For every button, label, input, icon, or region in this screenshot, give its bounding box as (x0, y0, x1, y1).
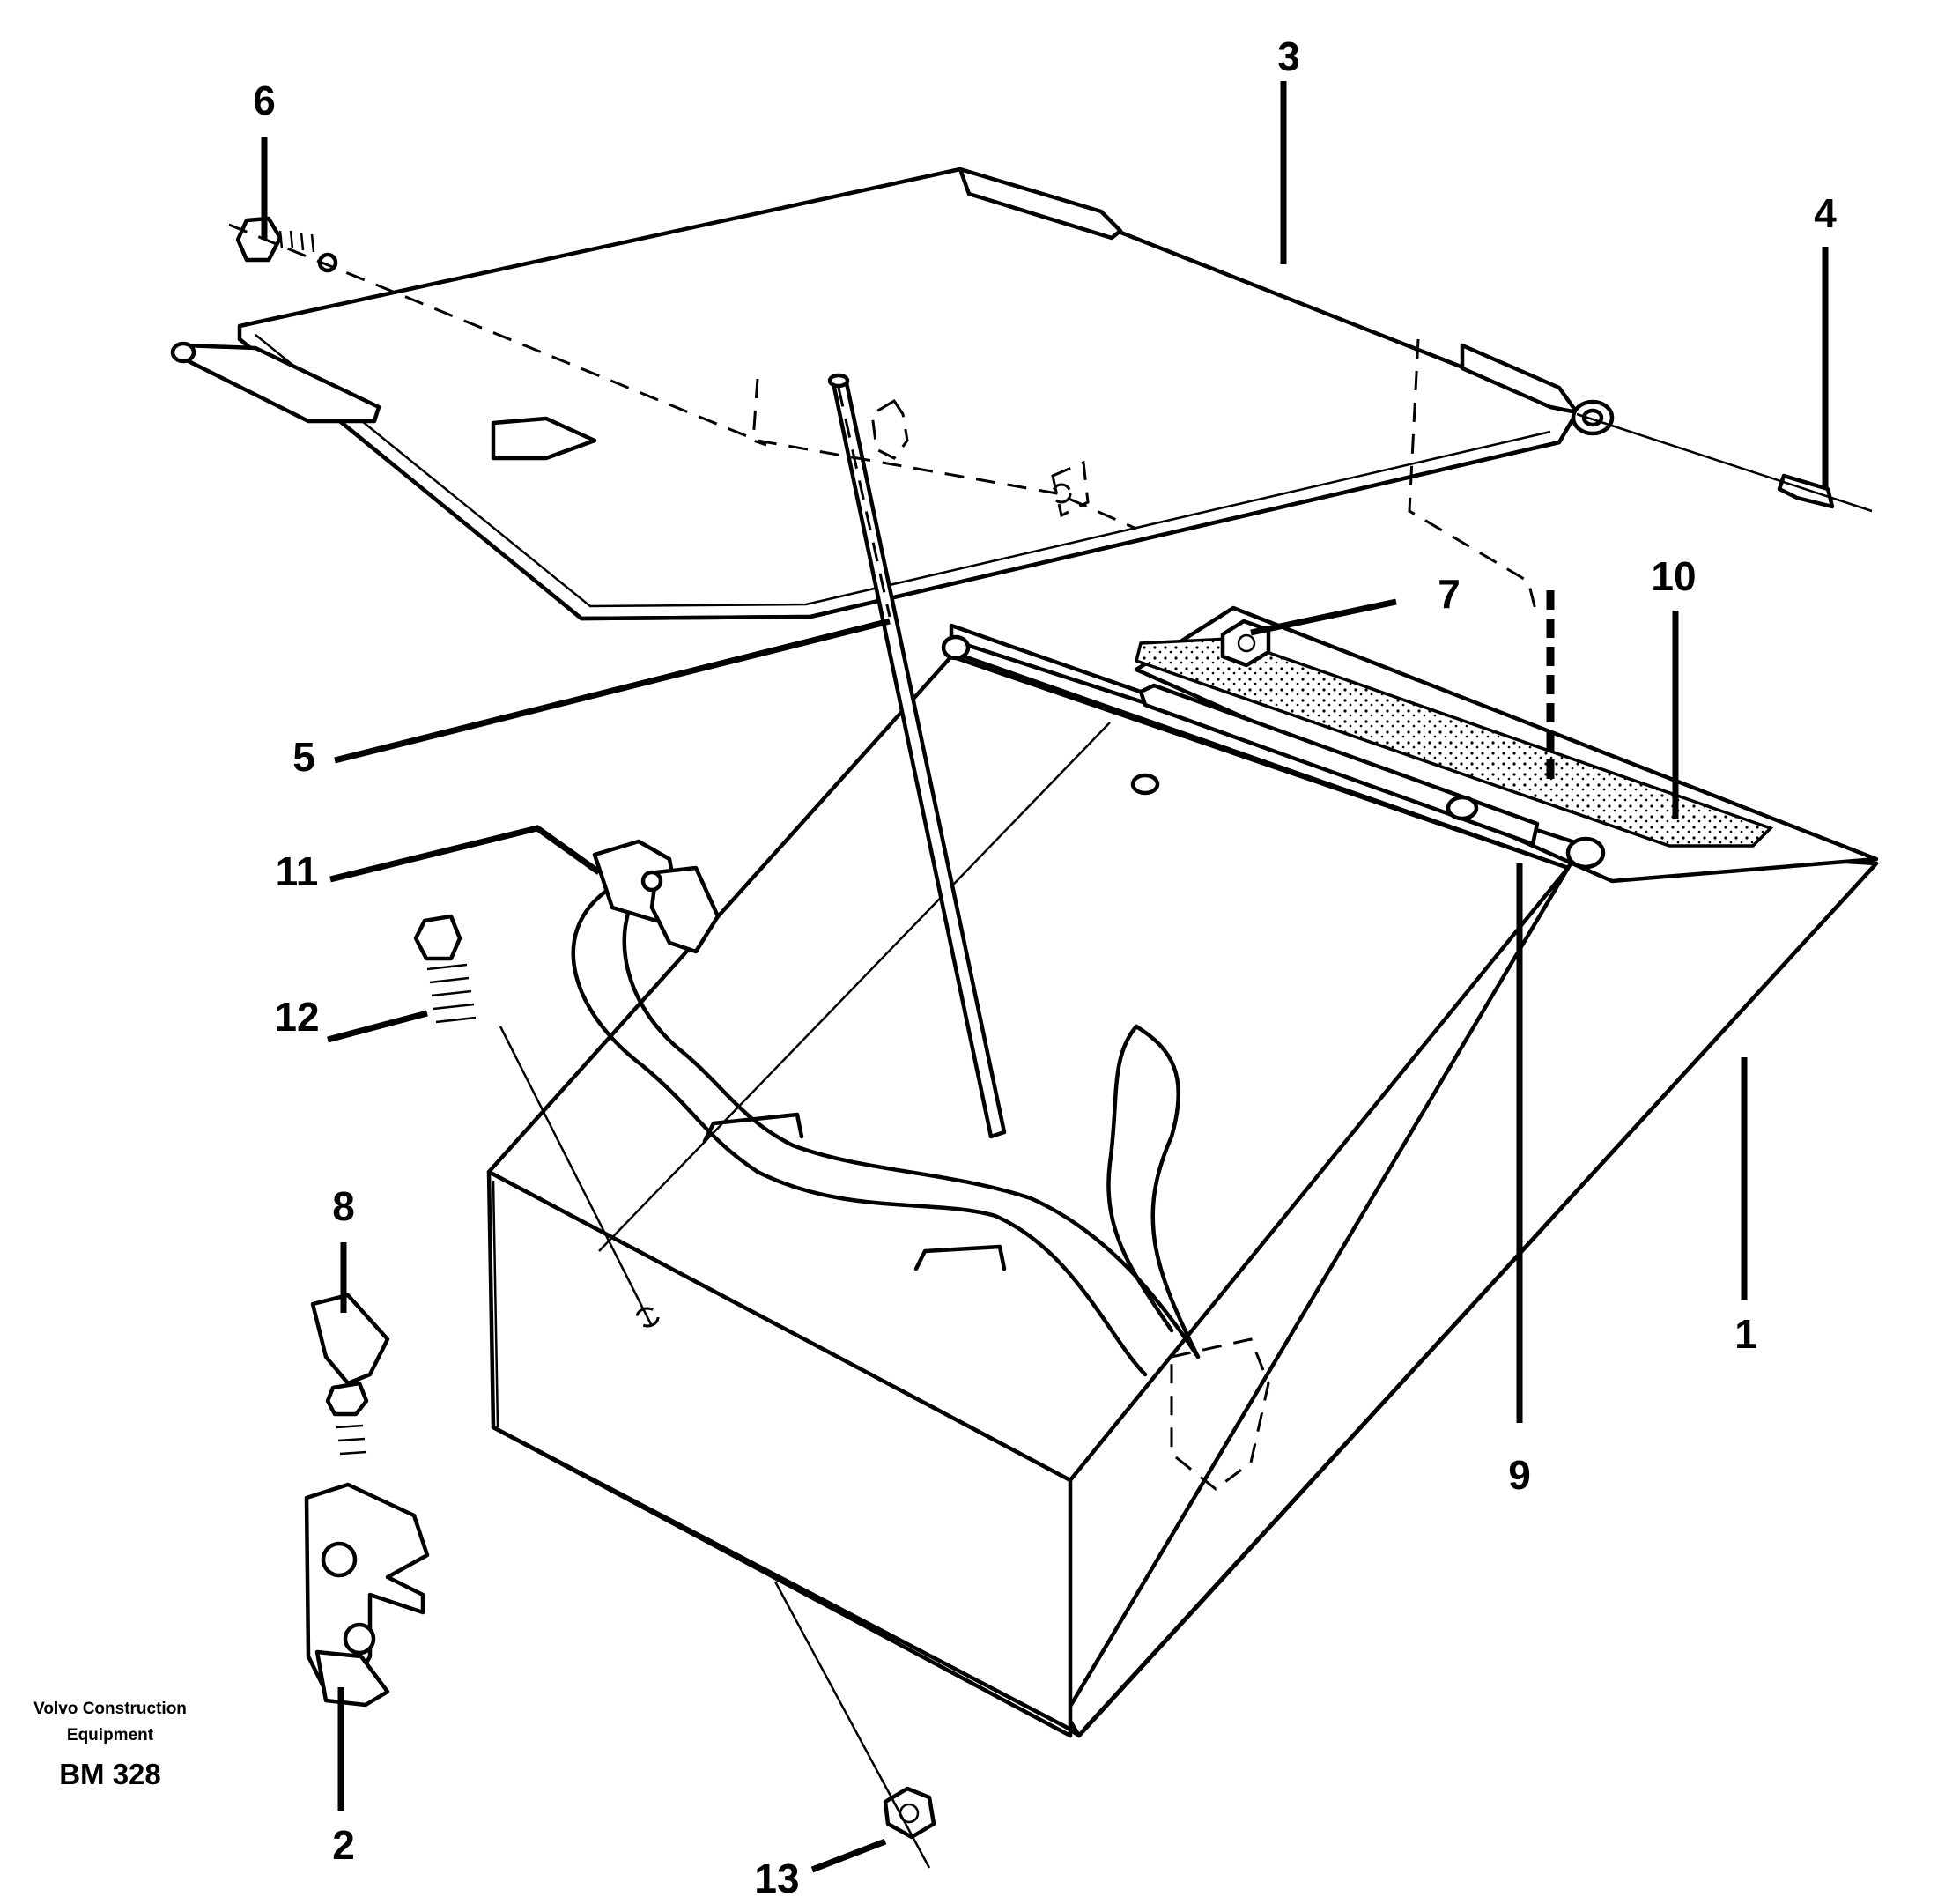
part-label-3: 3 (1277, 33, 1300, 79)
part-label-8: 8 (332, 1183, 355, 1229)
latch-body-2 (304, 1482, 430, 1708)
part-label-7: 7 (1438, 571, 1461, 617)
part-label-4: 4 (1814, 190, 1837, 236)
part-label-11: 11 (276, 848, 319, 894)
screw-12 (413, 914, 477, 1024)
hose-part (571, 870, 1270, 1491)
manufacturer-footer: Volvo Construction Equipment BM 328 (33, 1700, 187, 1790)
inner-rod-part (1138, 590, 1555, 847)
part-label-1: 1 (1734, 1311, 1757, 1357)
leader-lines (261, 81, 1829, 1873)
lid-part (170, 167, 1615, 621)
bolt-6 (235, 216, 338, 273)
nut-13 (883, 1786, 936, 1840)
part-label-12: 12 (274, 994, 319, 1040)
part-label-10: 10 (1651, 553, 1696, 599)
box-part (486, 605, 1879, 1738)
part-labels: 6 3 4 7 10 5 11 12 8 1 9 2 13 (253, 33, 1837, 1901)
manufacturer-subline: Equipment (67, 1726, 154, 1745)
part-label-6: 6 (253, 78, 276, 123)
latch-hook-8 (310, 1293, 390, 1456)
clamp-part (592, 839, 721, 954)
part-label-13: 13 (754, 1856, 799, 1901)
part-label-2: 2 (332, 1822, 355, 1868)
pin-4 (1777, 473, 1835, 509)
support-stay-part (827, 373, 1007, 1139)
part-label-5: 5 (292, 734, 315, 780)
part-label-9: 9 (1508, 1452, 1531, 1498)
drawing-code: BM 328 (59, 1758, 161, 1790)
manufacturer-name: Volvo Construction (33, 1700, 187, 1718)
